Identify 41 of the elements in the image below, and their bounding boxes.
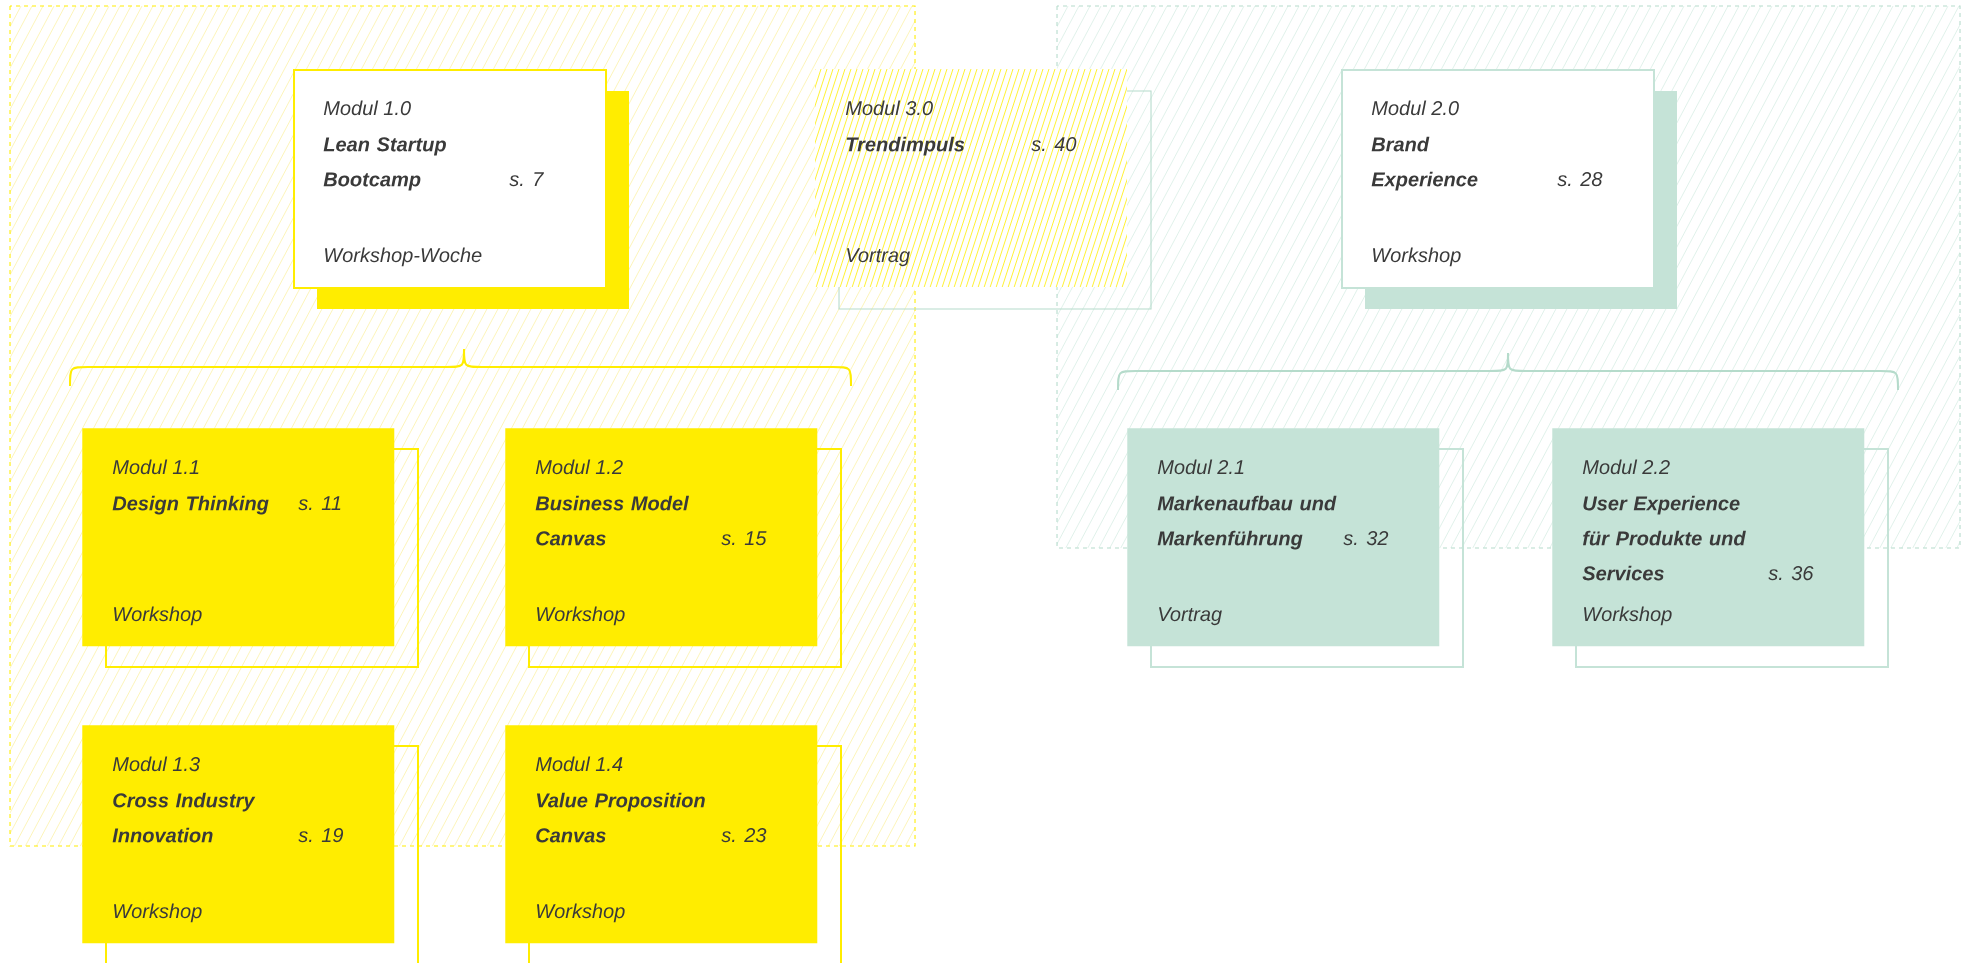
format-label: Workshop	[537, 606, 625, 626]
module-card	[1127, 428, 1464, 668]
module-title: Value Proposition Canvas	[536, 792, 705, 843]
module-card	[505, 428, 842, 668]
module-title: Cross Industry Innovation	[112, 792, 256, 843]
format-label: Vortrag	[1159, 607, 1222, 626]
module-title: Brand Experience	[1371, 136, 1478, 191]
page-reference: s. 11	[298, 496, 341, 511]
module-number: Modul 2.0	[1371, 100, 1459, 116]
module-card	[1341, 69, 1677, 309]
page-reference: s. 23	[721, 828, 767, 843]
module-card	[82, 725, 419, 963]
module-title: Business Model Canvas	[535, 495, 689, 546]
module-title: Lean Startup Bootcamp	[323, 137, 446, 191]
module-number: Modul 1.0	[323, 100, 411, 116]
module-card	[815, 69, 1152, 310]
module-card	[82, 428, 419, 668]
module-number: Modul 1.2	[535, 459, 623, 475]
page-reference: s. 7	[509, 172, 544, 187]
module-number: Modul 1.3	[112, 756, 200, 772]
module-number: Modul 1.1	[112, 459, 199, 475]
page-reference: s. 19	[298, 828, 344, 843]
page-reference: s. 32	[1343, 531, 1389, 546]
format-label: Workshop	[114, 903, 202, 923]
module-card	[505, 725, 842, 963]
format-label: Workshop-Woche	[325, 247, 482, 267]
format-label: Workshop	[1584, 606, 1672, 626]
module-card	[1552, 428, 1889, 668]
module-number: Modul 1.4	[535, 756, 623, 772]
page-reference: s. 15	[721, 531, 767, 546]
module-number: Modul 2.1	[1157, 459, 1244, 475]
module-title: Design Thinking	[112, 495, 269, 515]
module-title: User Experience für Produkte und Services	[1582, 495, 1746, 581]
module-number: Modul 2.2	[1582, 459, 1670, 475]
module-card	[293, 69, 629, 309]
format-label: Workshop	[1373, 247, 1461, 267]
module-title: Markenaufbau und Markenführung	[1157, 495, 1337, 550]
page-reference: s. 36	[1768, 566, 1814, 581]
format-label: Workshop	[114, 606, 202, 626]
format-label: Workshop	[537, 903, 625, 923]
page-reference: s. 28	[1557, 172, 1603, 187]
